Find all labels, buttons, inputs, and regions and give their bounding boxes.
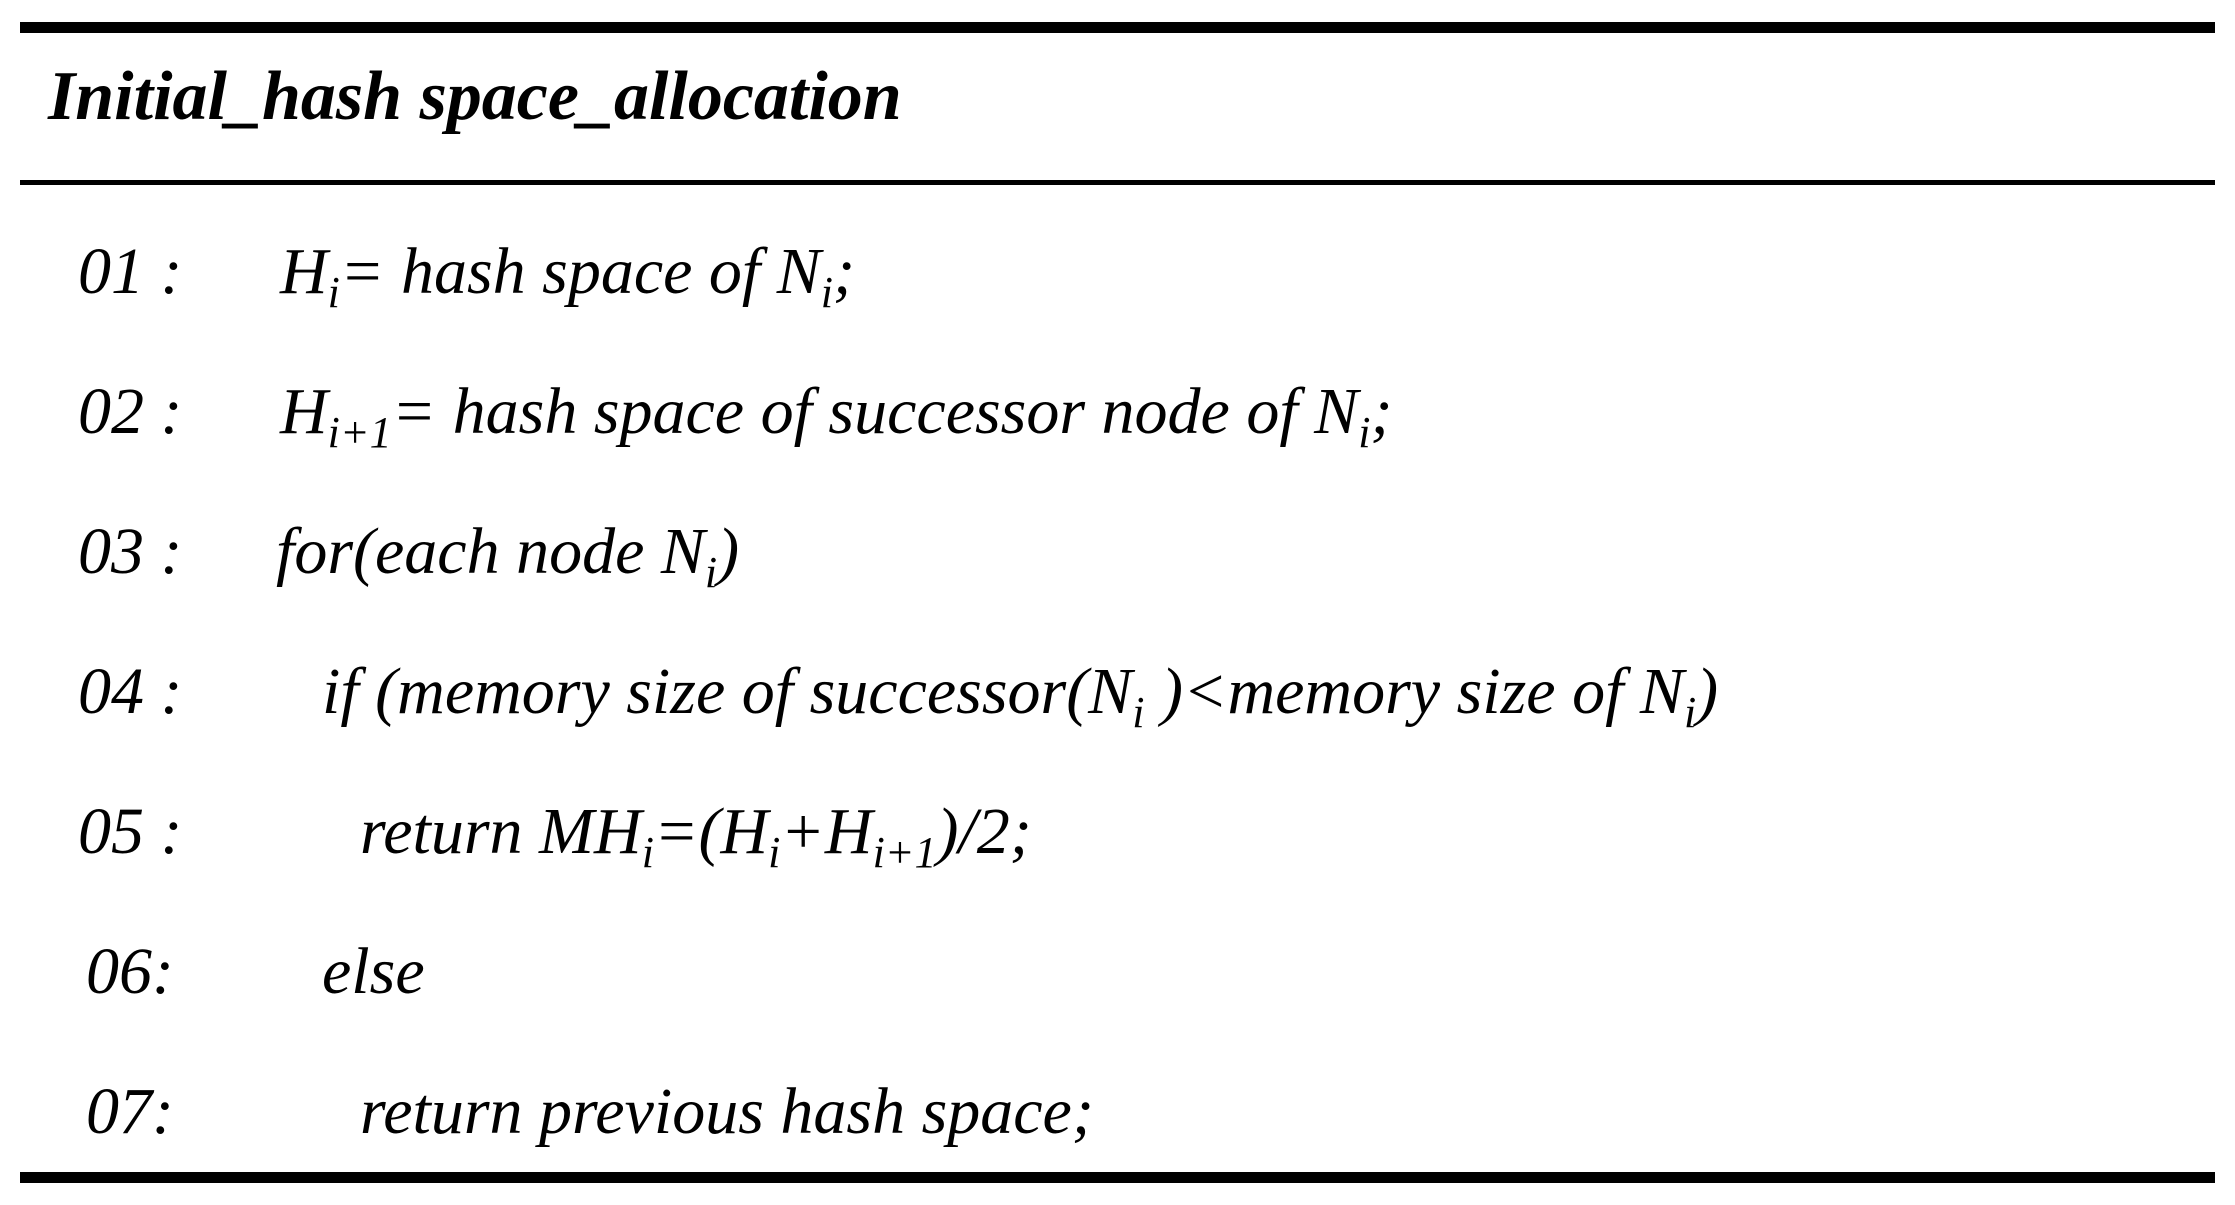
bottom-rule [20,1172,2215,1183]
code-subscript: i+1 [872,828,937,877]
line-code: else [322,932,425,1012]
code-subscript: i [641,828,654,877]
header-rule [20,180,2215,185]
code-subscript: i+1 [327,408,392,457]
code-text: +H [780,795,873,868]
code-text: ; [833,235,855,308]
line-code: if (memory size of successor(Ni )<memory… [322,652,1719,735]
line-number: 04 : [78,655,183,728]
code-subscript: i [327,268,340,317]
line-number: 03 : [78,515,183,588]
code-text: ) [1696,655,1719,728]
line-number: 05 : [78,795,183,868]
code-subscript: i [820,268,833,317]
code-text: H [280,375,328,448]
code-text: = hash space of N [339,235,821,308]
line-code: Hi+1= hash space of successor node of Ni… [280,372,1393,455]
algorithm-title: Initial_hash space_allocation [48,58,902,135]
line-code: Hi= hash space of Ni; [280,232,855,315]
line-code: for(each node Ni) [276,512,740,595]
code-subscript: i [704,548,718,597]
code-text: return previous hash space; [360,1075,1094,1148]
code-text: else [322,935,425,1008]
code-text: return MH [360,795,642,868]
code-text: for(each node N [276,515,705,588]
code-text: H [280,235,328,308]
line-number: 02 : [78,375,183,448]
code-text: ; [1370,375,1393,448]
code-text: = hash space of successor node of N [391,375,1359,448]
code-subscript: i [768,828,781,877]
code-text: )<memory size of N [1144,655,1684,728]
code-text: ) [717,515,740,588]
line-code: return previous hash space; [360,1072,1094,1152]
code-text: =(H [653,795,769,868]
top-rule [20,22,2215,33]
code-subscript: i [1358,408,1371,457]
line-number: 06: [86,935,174,1008]
line-number: 01 : [78,235,183,308]
line-code: return MHi=(Hi+Hi+1)/2; [360,792,1032,875]
code-text: )/2; [936,795,1032,868]
code-subscript: i [1683,688,1697,737]
line-number: 07: [86,1075,174,1148]
code-subscript: i [1132,688,1145,737]
code-text: if (memory size of successor(N [322,655,1133,728]
